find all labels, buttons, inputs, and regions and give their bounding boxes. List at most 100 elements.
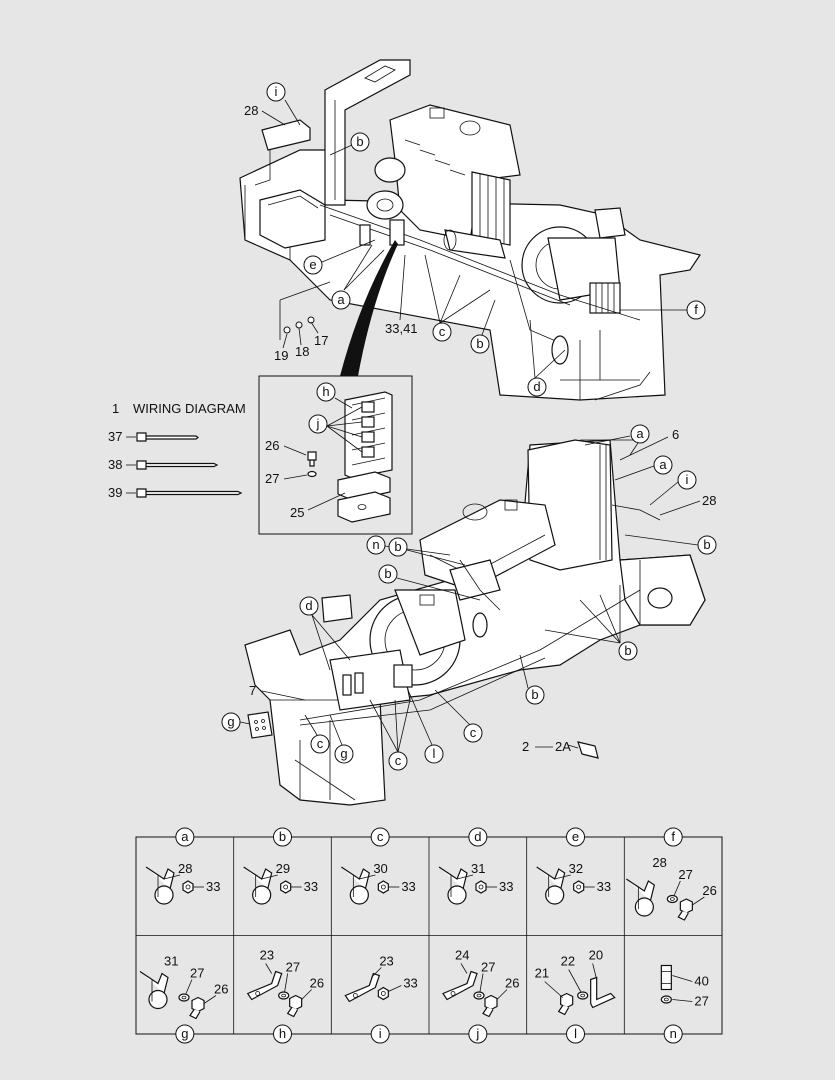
inset-label-27: 27	[265, 471, 279, 486]
blabel-2A: 2A	[555, 739, 571, 754]
kit-l-part-22: 22	[561, 954, 575, 969]
bottom-assembly-drawing	[244, 439, 706, 806]
bcallout-c3: c	[434, 689, 483, 743]
inset-detail: h j 26 27 25	[258, 375, 413, 535]
svg-text:g: g	[227, 714, 234, 729]
kit-f-part-27: 27	[678, 867, 692, 882]
svg-text:a: a	[659, 457, 667, 472]
bcallout-c1: c	[304, 714, 330, 754]
svg-text:a: a	[636, 426, 644, 441]
bcallout-l: l	[407, 689, 444, 764]
kit-letter-n: n	[670, 1026, 677, 1041]
kit-letter-e: e	[572, 829, 579, 844]
kit-g-part-31: 31	[164, 954, 178, 969]
kit-f-part-26: 26	[702, 883, 716, 898]
svg-text:c: c	[470, 725, 477, 740]
kit-n-part-27: 27	[694, 994, 708, 1009]
svg-text:b: b	[384, 566, 391, 581]
callout-a: a	[331, 244, 385, 310]
blabel-28: 28	[702, 493, 716, 508]
tie-37-label: 37	[108, 429, 122, 444]
bcallout-g1: g	[221, 712, 251, 732]
kit-b-part-29: 29	[276, 861, 290, 876]
kit-cell-n: n 40 27	[660, 964, 709, 1044]
tie-38-label: 38	[108, 457, 122, 472]
callout-c: c	[424, 254, 491, 342]
svg-text:n: n	[372, 537, 379, 552]
bcallout-b5: b	[519, 654, 545, 705]
svg-text:b: b	[624, 643, 631, 658]
kit-e-part-33: 33	[597, 879, 611, 894]
callout-f: f	[620, 300, 706, 320]
bcallout-g2: g	[329, 714, 354, 764]
svg-text:b: b	[394, 539, 401, 554]
kit-table	[135, 836, 723, 1035]
tie-39-label: 39	[108, 485, 122, 500]
kit-c-part-30: 30	[373, 861, 387, 876]
kit-h-part-26: 26	[310, 976, 324, 991]
inset-label-26: 26	[265, 438, 279, 453]
kit-letter-j: j	[475, 1026, 479, 1041]
kit-letter-g: g	[181, 1026, 188, 1041]
kit-b-part-33: 33	[304, 879, 318, 894]
svg-text:c: c	[317, 736, 324, 751]
callout-d: d	[527, 319, 566, 397]
svg-text:c: c	[395, 753, 402, 768]
bcallout-b4: b	[544, 585, 638, 661]
svg-text:i: i	[275, 84, 278, 99]
kit-e-part-32: 32	[569, 861, 583, 876]
callout-b: b	[329, 132, 370, 156]
kit-h-part-27: 27	[286, 960, 300, 975]
svg-text:j: j	[316, 416, 320, 431]
kit-letter-i: i	[379, 1026, 382, 1041]
wiring-diagram-number: 1	[112, 401, 119, 416]
kit-letter-h: h	[279, 1026, 286, 1041]
kit-a-part-33: 33	[206, 879, 220, 894]
bcallout-a1: a	[584, 424, 650, 446]
svg-text:d: d	[533, 379, 540, 394]
svg-text:f: f	[694, 302, 698, 317]
svg-text:i: i	[686, 472, 689, 487]
kit-letter-a: a	[181, 829, 189, 844]
svg-text:h: h	[322, 384, 329, 399]
kit-letter-d: d	[474, 829, 481, 844]
svg-text:l: l	[433, 746, 436, 761]
label-33-41: 33,41	[385, 321, 418, 336]
kit-j-part-26: 26	[505, 976, 519, 991]
kit-letter-l: l	[574, 1026, 577, 1041]
svg-text:b: b	[476, 336, 483, 351]
kit-i-part-23: 23	[379, 954, 393, 969]
kit-j-part-24: 24	[455, 948, 469, 963]
label-28-top: 28	[244, 103, 258, 118]
bottom-callouts: a a i b n b b d b b g c g c l c 6 28 7 2…	[221, 424, 717, 771]
callout-e: e	[303, 239, 376, 275]
kit-c-part-33: 33	[401, 879, 415, 894]
inset-callout-h: h	[316, 382, 353, 409]
bcallout-b2: b	[388, 537, 466, 566]
wiring-diagram-label: WIRING DIAGRAM	[133, 401, 246, 416]
callout-b2: b	[470, 299, 496, 354]
label-18: 18	[295, 344, 309, 359]
svg-text:c: c	[439, 324, 446, 339]
inset-label-25: 25	[290, 505, 304, 520]
kit-h-part-23: 23	[260, 948, 274, 963]
kit-n-part-40: 40	[694, 974, 708, 989]
bcallout-n: n	[366, 535, 451, 556]
callout-i: i	[266, 82, 301, 126]
top-callouts: i b e a c b f d 28 17 18 19 33,41	[244, 82, 706, 397]
label-19: 19	[274, 348, 288, 363]
svg-text:b: b	[356, 134, 363, 149]
legend: 1 WIRING DIAGRAM 37 38 39	[108, 401, 246, 500]
bcallout-b3: b	[378, 564, 481, 601]
svg-text:g: g	[340, 746, 347, 761]
bcallout-b1: b	[624, 534, 717, 555]
kit-letter-f: f	[671, 829, 675, 844]
svg-text:b: b	[531, 687, 538, 702]
kit-g-part-27: 27	[190, 966, 204, 981]
bcallout-d: d	[299, 596, 351, 671]
kit-i-part-33: 33	[403, 976, 417, 991]
